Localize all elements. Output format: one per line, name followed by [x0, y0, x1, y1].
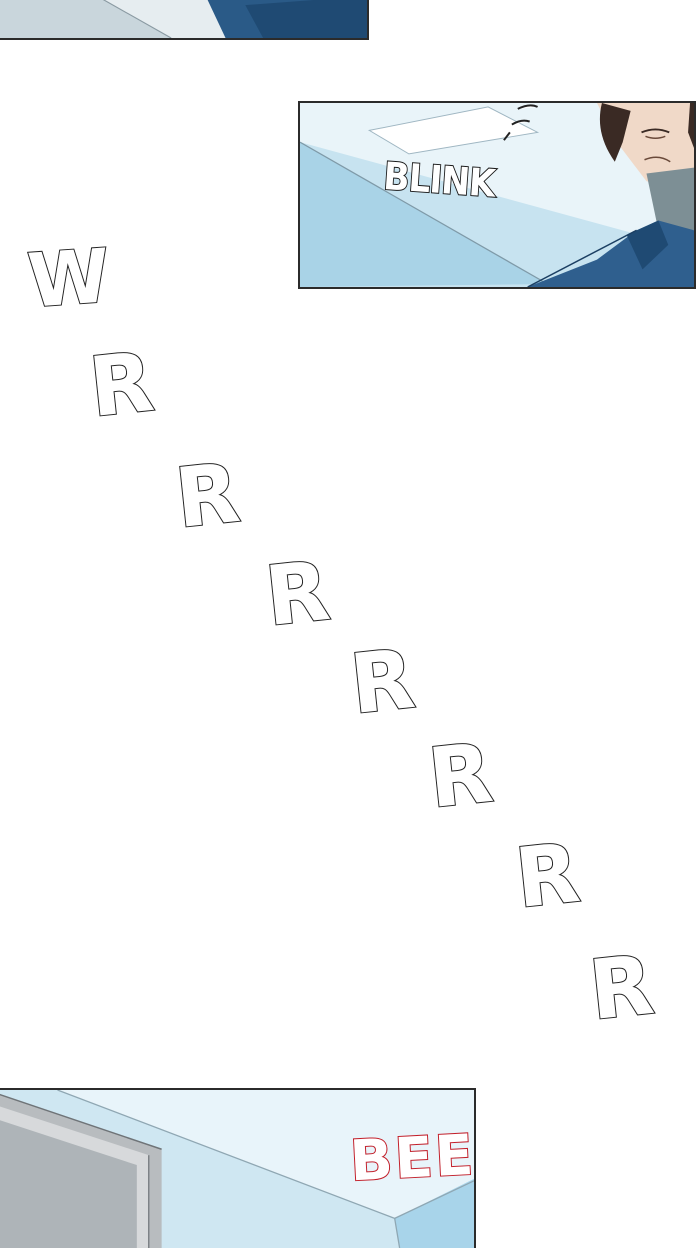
r-sfx-2: R [170, 445, 245, 548]
panel-beep-art [0, 1090, 474, 1248]
r-sfx-1: R [84, 334, 159, 437]
r-sfx-7: R [584, 937, 659, 1040]
blink-sfx: BLINK [381, 153, 497, 207]
r-sfx-6: R [510, 825, 585, 928]
comic-panel-beep: BEEP [0, 1088, 476, 1248]
comic-panel-top [0, 0, 369, 40]
w-sfx: W [24, 232, 113, 325]
panel-blink-art [300, 103, 694, 287]
r-sfx-5: R [423, 725, 498, 828]
r-sfx-4: R [345, 631, 420, 734]
r-sfx-3: R [260, 543, 335, 646]
beep-sfx: BEEP [347, 1120, 476, 1196]
panel-top-art [0, 0, 367, 38]
comic-panel-blink: BLINK [298, 101, 696, 289]
